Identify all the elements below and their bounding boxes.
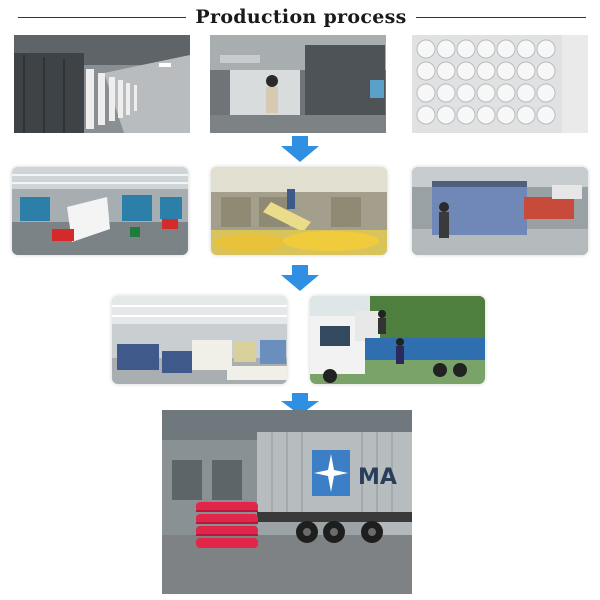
warehouse-rows-photo — [14, 35, 190, 133]
title-row: Production process — [0, 0, 600, 36]
fabric-rolls-photo — [412, 35, 588, 133]
title-divider-left — [18, 17, 186, 18]
finished-goods-warehouse-photo — [112, 296, 287, 384]
truck-loading-photo — [310, 296, 485, 384]
inspection-machine-photo — [412, 167, 588, 255]
container-truck-photo: MA — [162, 410, 412, 594]
flow-arrow-down-icon — [281, 136, 319, 162]
dyeing-machine-photo — [211, 167, 387, 255]
container-marking-text: MA — [358, 465, 397, 490]
flow-arrow-down-icon — [281, 265, 319, 291]
title-divider-right — [416, 17, 586, 18]
weaving-hall-photo — [12, 167, 188, 255]
loom-operator-photo — [210, 35, 386, 133]
flow-arrow-down-icon — [281, 393, 319, 415]
page-title: Production process — [195, 6, 407, 28]
